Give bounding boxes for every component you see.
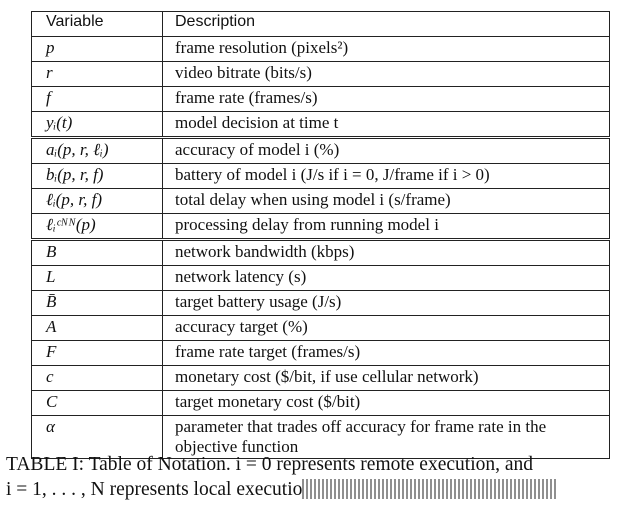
variable-cell: α — [31, 414, 163, 460]
variable-cell: A — [31, 315, 163, 341]
description-cell: video bitrate (bits/s) — [162, 61, 610, 87]
variable-cell: yᵢ(t) — [31, 111, 163, 138]
description-cell: network bandwidth (kbps) — [162, 238, 610, 266]
variable-cell: B — [31, 238, 163, 266]
variable-cell: p — [31, 36, 163, 62]
variable-cell: B̄ — [31, 290, 163, 316]
variable-cell: F — [31, 340, 163, 366]
description-cell: processing delay from running model i — [162, 213, 610, 240]
variable-cell: aᵢ(p, r, ℓᵢ) — [31, 136, 163, 164]
table-row: ℓᵢ(p, r, f)total delay when using model … — [31, 188, 610, 214]
variable-cell: c — [31, 365, 163, 391]
table-header-row: Variable Description — [31, 11, 610, 37]
description-cell: network latency (s) — [162, 265, 610, 291]
description-cell: total delay when using model i (s/frame) — [162, 188, 610, 214]
variable-cell: bᵢ(p, r, f) — [31, 163, 163, 189]
description-cell: accuracy target (%) — [162, 315, 610, 341]
header-description: Description — [162, 11, 610, 37]
table-row: ℓᵢᶜᴺᴺ(p)processing delay from running mo… — [31, 213, 610, 240]
description-cell: model decision at time t — [162, 111, 610, 138]
description-cell: battery of model i (J/s if i = 0, J/fram… — [162, 163, 610, 189]
description-cell: frame resolution (pixels²) — [162, 36, 610, 62]
variable-cell: L — [31, 265, 163, 291]
obscured-text — [302, 479, 558, 499]
header-variable: Variable — [31, 11, 163, 37]
variable-cell: ℓᵢᶜᴺᴺ(p) — [31, 213, 163, 240]
caption-line-2: i = 1, . . . , N represents local execut… — [6, 477, 638, 502]
table-row: yᵢ(t)model decision at time t — [31, 111, 610, 138]
description-cell: target battery usage (J/s) — [162, 290, 610, 316]
description-cell: frame rate (frames/s) — [162, 86, 610, 112]
description-cell: accuracy of model i (%) — [162, 136, 610, 164]
table-caption: TABLE I: Table of Notation. i = 0 repres… — [6, 452, 638, 502]
description-cell: monetary cost ($/bit, if use cellular ne… — [162, 365, 610, 391]
variable-cell: f — [31, 86, 163, 112]
variable-cell: C — [31, 390, 163, 416]
table-row: aᵢ(p, r, ℓᵢ)accuracy of model i (%) — [31, 136, 610, 164]
caption-line-1: TABLE I: Table of Notation. i = 0 repres… — [6, 454, 534, 475]
description-cell: target monetary cost ($/bit) — [162, 390, 610, 416]
variable-cell: r — [31, 61, 163, 87]
table-row: bᵢ(p, r, f)battery of model i (J/s if i … — [31, 163, 610, 189]
variable-cell: ℓᵢ(p, r, f) — [31, 188, 163, 214]
description-cell: parameter that trades off accuracy for f… — [162, 414, 610, 460]
caption-line-2-text: i = 1, . . . , N represents local execut… — [6, 479, 303, 500]
table-row: B̄target battery usage (J/s) — [31, 290, 610, 316]
description-cell: frame rate target (frames/s) — [162, 340, 610, 366]
